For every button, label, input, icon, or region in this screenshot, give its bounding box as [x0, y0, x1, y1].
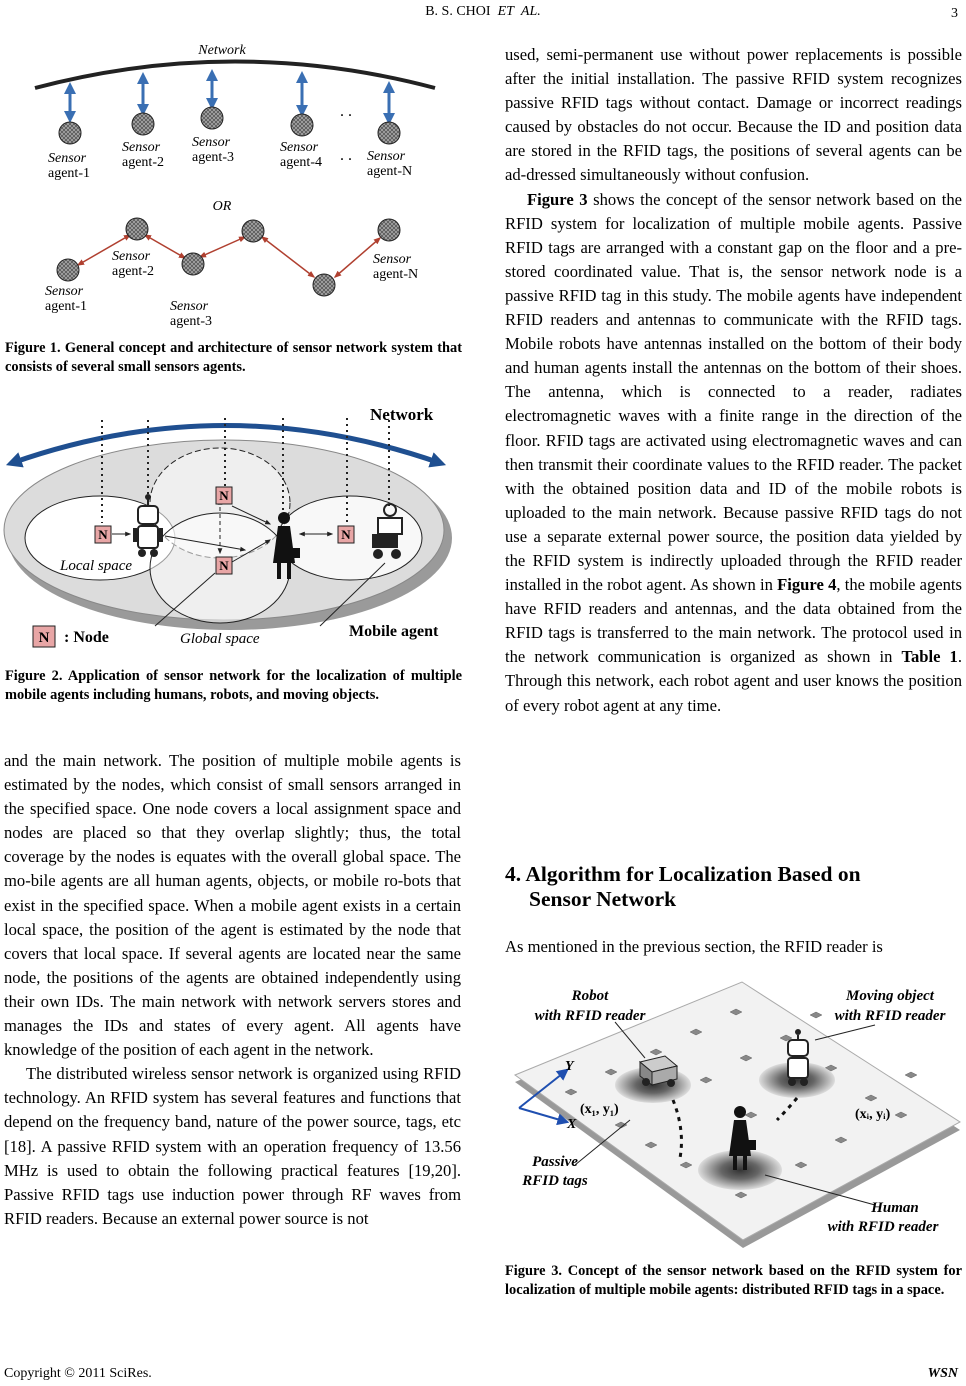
figure-1: Network . . . . Sensor agent-1 Sensor ag… — [34, 43, 436, 329]
fig1-sensor-word: Sensor — [367, 149, 406, 164]
fig1-bottom-agent-2: agent-2 — [112, 264, 154, 279]
header-authors: B. S. CHOI — [425, 4, 491, 19]
fig3-moving-label-1: Moving object — [845, 988, 935, 1004]
fig2-node-1: N — [98, 527, 108, 542]
fig1-top-agent-1: agent-1 — [48, 166, 90, 181]
left-paragraph-1: and the main network. The position of mu… — [4, 751, 461, 1060]
left-column: and the main network. The position of mu… — [4, 749, 461, 1231]
fig3-passive-label-2: RFID tags — [521, 1173, 588, 1189]
fig3-human-label-1: Human — [870, 1200, 919, 1216]
fig3-human-label-2: with RFID reader — [828, 1219, 939, 1235]
footer-copyright: Copyright © 2011 SciRes. — [4, 1366, 152, 1381]
moving-object-robot — [787, 1029, 809, 1086]
fig3-reference: Figure 3 — [527, 189, 588, 209]
right-paragraph-1: used, semi-permanent use without power r… — [505, 45, 962, 185]
section-heading: 4. Algorithm for Localization Based on S… — [505, 862, 861, 911]
robot-figure — [133, 494, 163, 557]
table1-reference: Table 1 — [901, 647, 958, 667]
human-agent — [729, 1106, 756, 1170]
network-arc — [34, 59, 436, 90]
fig3-robot-label-2: with RFID reader — [535, 1008, 646, 1024]
fig1-sensor-word: Sensor — [48, 151, 87, 166]
header-et: ET — [497, 4, 514, 19]
fig3-axis-x: X — [566, 1117, 577, 1132]
fig3-robot-label-1: Robot — [571, 988, 610, 1004]
fig2-network-label: Network — [370, 405, 434, 424]
fig3-moving-label-2: with RFID reader — [835, 1008, 946, 1024]
fig4-reference: Figure 4 — [777, 575, 837, 595]
right-paragraph-2: Figure 3 shows the concept of the sensor… — [505, 189, 962, 715]
left-paragraph-2: The distributed wireless sensor network … — [4, 1064, 461, 1228]
figure-1-caption: Figure 1. General concept and architectu… — [5, 340, 462, 375]
figure-2: Network N N N N — [3, 405, 452, 648]
fig1-top-agent-4: agent-4 — [280, 155, 322, 170]
fig1-bottom-agent-1: agent-1 — [45, 299, 87, 314]
header-al: AL. — [520, 4, 541, 19]
fig1-sensor-word: Sensor — [170, 299, 209, 314]
fig1-sensor-word: Sensor — [373, 252, 412, 267]
fig1-top-agent-n: agent-N — [367, 164, 412, 179]
fig1-sensor-word: Sensor — [112, 249, 151, 264]
running-header: B. S. CHOI ET AL. — [0, 4, 966, 20]
fig2-node-4: N — [341, 527, 351, 542]
fig3-coord-1: (x₁, y₁) — [580, 1102, 619, 1117]
fig1-sensor-word: Sensor — [280, 140, 319, 155]
fig2-local-space: Local space — [59, 558, 132, 574]
right-column: used, semi-permanent use without power r… — [505, 43, 962, 718]
fig1-top-agent-3: agent-3 — [192, 150, 234, 165]
fig3-passive-label-1: Passive — [532, 1154, 578, 1170]
fig2-global-space: Global space — [180, 631, 260, 647]
fig1-bottom-agent-3: agent-3 — [170, 314, 212, 329]
fig1-sensor-word: Sensor — [45, 284, 84, 299]
human-figure — [273, 512, 300, 579]
page-number: 3 — [951, 6, 958, 21]
fig2-mobile-agent: Mobile agent — [349, 623, 439, 640]
fig2-node-3: N — [219, 558, 229, 573]
right-paragraph-3: As mentioned in the previous section, th… — [505, 937, 883, 956]
fig1-ellipsis-2: . . — [340, 147, 352, 164]
robot-vehicle — [638, 1055, 679, 1087]
fig2-legend-node-symbol: N — [39, 630, 50, 646]
fig2-node-2: N — [219, 488, 229, 503]
fig1-bottom-agent-n: agent-N — [373, 267, 418, 282]
footer-journal: WSN — [927, 1366, 958, 1381]
fig1-network-label: Network — [197, 43, 246, 58]
fig1-top-agent-2: agent-2 — [122, 155, 164, 170]
robot-figure-2 — [372, 503, 403, 559]
figure-2-caption: Figure 2. Application of sensor network … — [5, 668, 462, 703]
fig3-axis-y: Y — [565, 1059, 575, 1074]
fig1-or-label: OR — [213, 199, 232, 214]
figure-3: Y X Robot with RFID reader Moving obj — [513, 981, 961, 1248]
fig1-sensor-word: Sensor — [122, 140, 161, 155]
fig1-ellipsis-1: . . — [340, 103, 352, 120]
fig1-sensor-word: Sensor — [192, 135, 231, 150]
fig3-coord-i: (xᵢ, yᵢ) — [855, 1107, 891, 1122]
fig2-legend-node-text: : Node — [64, 629, 109, 646]
figure-3-caption: Figure 3. Concept of the sensor network … — [505, 1263, 962, 1298]
